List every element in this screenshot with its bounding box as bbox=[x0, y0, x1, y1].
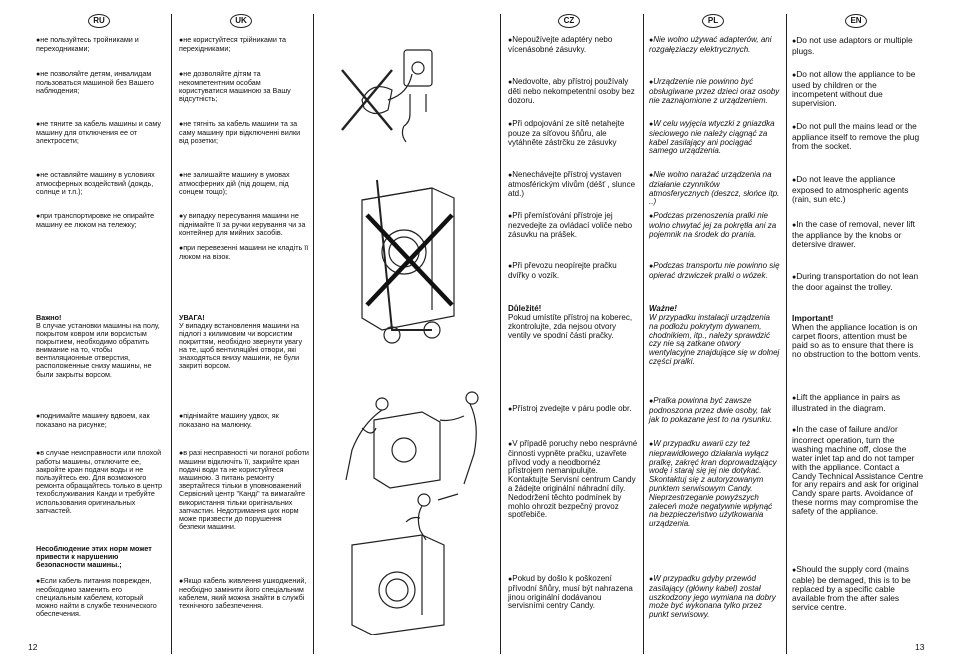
pl-item-weather: Nie wolno narażać urządzenia na działani… bbox=[649, 170, 781, 207]
uk-important-text: У випадку встановлення машини на підлогі… bbox=[179, 321, 303, 371]
column-russian: не пользуйтесь тройниками и переходникам… bbox=[36, 0, 166, 668]
uk-item-transport: при перевезенні машини не кладіть її люк… bbox=[179, 243, 309, 261]
uk-item-weather: не залишайте машину в умовах атмосферних… bbox=[179, 170, 309, 196]
ru-item-mains-lead: не тяните за кабель машины и саму машину… bbox=[36, 119, 166, 145]
pl-item-lift: Pralka powinna być zawsze podnoszona prz… bbox=[649, 396, 781, 424]
ru-item-adaptors: не пользуйтесь тройниками и переходникам… bbox=[36, 35, 166, 53]
en-item-adaptors: Do not use adaptors or multiple plugs. bbox=[792, 36, 924, 56]
language-badge-ru: RU bbox=[88, 14, 110, 28]
washing-machine-open-illustration bbox=[351, 534, 445, 635]
en-item-transport: During transportation do not lean the do… bbox=[792, 272, 924, 292]
pl-item-removal: Podczas przenoszenia pralki nie wolno ch… bbox=[649, 211, 781, 239]
pl-item-transport: Podczas transportu nie powinno się opier… bbox=[649, 261, 781, 281]
uk-item-lift: піднімайте машину удвох, як показано на … bbox=[179, 411, 309, 429]
language-badge-pl: PL bbox=[702, 14, 724, 28]
pl-item-failure: W przypadku awarii czy też nieprawidłowe… bbox=[649, 439, 781, 529]
divider-uk-illustrations bbox=[313, 14, 314, 654]
en-item-supply-cord: Should the supply cord (mains cable) be … bbox=[792, 565, 924, 612]
en-item-mains-lead: Do not pull the mains lead or the applia… bbox=[792, 122, 924, 151]
divider-ru-uk bbox=[171, 14, 172, 654]
uk-item-adaptors: не користуйтеся трійниками та перехідник… bbox=[179, 35, 309, 53]
plug-pull-illustration bbox=[401, 94, 427, 143]
cz-item-lift: Přístroj zvedejte v páru podle obr. bbox=[508, 404, 638, 415]
ru-item-failure: в случае неисправности или плохой работы… bbox=[36, 448, 166, 515]
language-badge-uk: UK bbox=[230, 14, 252, 28]
service-technician-illustration bbox=[405, 493, 459, 541]
uk-item-failure: в разі несправності чи поганої роботи ма… bbox=[179, 448, 309, 531]
divider-illustrations-cz bbox=[500, 14, 501, 654]
column-ukrainian: не користуйтеся трійниками та перехідник… bbox=[179, 0, 309, 668]
ru-item-lift: поднимайте машину вдвоем, как показано н… bbox=[36, 411, 166, 429]
uk-item-mains-lead: не тягніть за кабель машини та за саму м… bbox=[179, 119, 309, 145]
column-czech: Nepoužívejte adaptéry nebo vícenásobné z… bbox=[508, 0, 638, 668]
pl-important-text: W przypadku instalacji urządzenia na pod… bbox=[649, 313, 780, 366]
cz-item-supply-cord: Pokud by došlo k poškození přívodní šňůr… bbox=[508, 574, 638, 611]
pl-item-adaptors: Nie wolno używać adapterów, ani rozgałęz… bbox=[649, 35, 781, 55]
pl-important-heading: Ważne! bbox=[649, 304, 677, 313]
en-important-heading: Important! bbox=[792, 313, 834, 323]
ru-item-transport: при транспортировке не опирайте машину е… bbox=[36, 211, 166, 229]
pl-item-mains-lead: W celu wyjęcia wtyczki z gniazdka siecio… bbox=[649, 119, 781, 156]
two-person-lift-illustration bbox=[345, 391, 479, 489]
uk-item-supply-cord: Якщо кабель живлення ушкоджений, необхід… bbox=[179, 576, 309, 610]
cz-item-mains-lead: Při odpojování ze sítě netahejte pouze z… bbox=[508, 119, 638, 147]
washing-machine-trolley-illustration bbox=[361, 179, 455, 344]
illustrations-panel bbox=[341, 49, 479, 635]
pl-item-supply-cord: W przypadku gdyby przewód zasilający (gł… bbox=[649, 574, 781, 620]
cz-item-failure: V případě poruchy nebo nesprávné činnost… bbox=[508, 439, 638, 520]
ru-item-weather: не оставляйте машину в условиях атмосфер… bbox=[36, 170, 166, 196]
multi-plug-adaptor-illustration bbox=[341, 49, 433, 131]
language-badge-en: EN bbox=[845, 14, 867, 28]
uk-important-heading: УВАГА! bbox=[179, 313, 205, 322]
en-item-weather: Do not leave the appliance exposed to at… bbox=[792, 175, 924, 204]
pl-item-children: Urządzenie nie powinno być obsługiwane p… bbox=[649, 77, 781, 105]
en-important-text: When the appliance location is on carpet… bbox=[792, 322, 921, 359]
ru-item-children: не позволяйте детям, инвалидам пользоват… bbox=[36, 69, 166, 95]
uk-item-removal: у випадку пересування машини не піднімай… bbox=[179, 211, 309, 237]
cz-item-adaptors: Nepoužívejte adaptéry nebo vícenásobné z… bbox=[508, 35, 638, 55]
en-item-failure: In the case of failure and/or incorrect … bbox=[792, 425, 924, 516]
ru-item-supply-cord: Если кабель питания поврежден, необходим… bbox=[36, 576, 166, 618]
divider-pl-en bbox=[786, 14, 787, 654]
ru-important-heading: Важно! bbox=[36, 313, 62, 322]
uk-item-children: не дозволяйте дітям та некомпетентним ос… bbox=[179, 69, 309, 103]
cz-important-text: Pokud umístíte přístroj na koberec, zkon… bbox=[508, 313, 633, 340]
en-item-lift: Lift the appliance in pairs as illustrat… bbox=[792, 393, 924, 413]
ru-warning-norms: Несоблюдение этих норм может привести к … bbox=[36, 544, 152, 570]
en-item-children: Do not allow the appliance to be used by… bbox=[792, 70, 924, 108]
cz-important-heading: Důležité! bbox=[508, 304, 542, 313]
ru-important-text: В случае установки машины на полу, покры… bbox=[36, 321, 160, 379]
page-number-right: 13 bbox=[915, 642, 925, 652]
cz-item-children: Nedovolte, aby přístroj používaly děti n… bbox=[508, 77, 638, 105]
page-number-left: 12 bbox=[28, 642, 38, 652]
en-item-removal: In the case of removal, never lift the a… bbox=[792, 220, 924, 249]
language-badge-cz: CZ bbox=[558, 14, 580, 28]
cz-item-weather: Nenechávejte přístroj vystaven atmosféri… bbox=[508, 170, 638, 198]
cz-item-transport: Při převozu neopírejte pračku dvířky o v… bbox=[508, 261, 638, 281]
column-english: Do not use adaptors or multiple plugs. D… bbox=[792, 0, 924, 668]
column-polish: Nie wolno używać adapterów, ani rozgałęz… bbox=[649, 0, 781, 668]
divider-cz-pl bbox=[643, 14, 644, 654]
cz-item-removal: Při přemísťování přístroje jej nezvedejt… bbox=[508, 211, 638, 239]
